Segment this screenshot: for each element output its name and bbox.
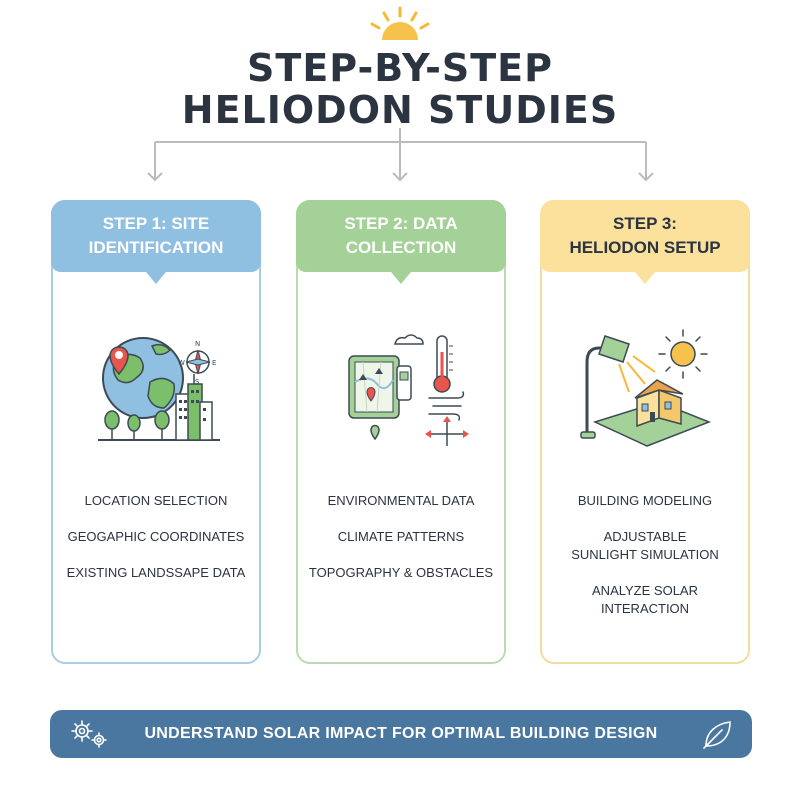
svg-text:E: E	[212, 359, 216, 367]
step-3-items: BUILDING MODELING ADJUSTABLE SUNLIGHT SI…	[542, 492, 748, 636]
step-1-item: EXISTING LANDSSAPE DATA	[66, 565, 246, 580]
step-1-header: STEP 1: SITE IDENTIFICATION	[51, 200, 261, 284]
lamp-sun-building-icon	[580, 329, 712, 447]
summary-banner: UNDERSTAND SOLAR IMPACT FOR OPTIMAL BUIL…	[50, 710, 752, 758]
step-2-item: ENVIRONMENTAL DATA	[327, 493, 475, 508]
step-3-card: STEP 3: HELIODON SETUP BUILD	[540, 200, 750, 664]
step-3-item: ANALYZE SOLAR INTERACTION	[592, 583, 698, 616]
page-title-line-1: STEP-BY-STEP	[247, 46, 553, 90]
step-1-item: GEOGAPHIC COORDINATES	[67, 529, 245, 544]
sun-icon	[370, 6, 430, 40]
step-1-items: LOCATION SELECTION GEOGAPHIC COORDINATES…	[53, 492, 259, 600]
svg-text:W: W	[178, 359, 185, 367]
step-2-items: ENVIRONMENTAL DATA CLIMATE PATTERNS TOPO…	[298, 492, 504, 600]
step-3-header: STEP 3: HELIODON SETUP	[540, 200, 750, 284]
gears-icon	[71, 720, 107, 748]
step-1-item: LOCATION SELECTION	[84, 493, 228, 508]
step-3-title-line-2: HELIODON SETUP	[569, 238, 721, 257]
step-2-header: STEP 2: DATA COLLECTION	[296, 200, 506, 284]
step-2-card: STEP 2: DATA COLLECTION ENVIRO	[296, 200, 506, 664]
svg-text:N: N	[195, 340, 200, 348]
flow-connectors	[147, 128, 654, 182]
globe-map-pin-compass-city-icon: N S W E	[98, 337, 220, 441]
page-title-line-2: HELIODON STUDIES	[181, 88, 619, 132]
step-3-item: ADJUSTABLE SUNLIGHT SIMULATION	[571, 529, 719, 562]
tablet-map-thermometer-wind-icon	[348, 334, 469, 446]
step-2-item: CLIMATE PATTERNS	[337, 529, 465, 544]
banner-text: UNDERSTAND SOLAR IMPACT FOR OPTIMAL BUIL…	[144, 725, 658, 742]
step-1-title-line-2: IDENTIFICATION	[88, 238, 224, 257]
step-3-item: BUILDING MODELING	[577, 493, 713, 508]
step-3-title-line-1: STEP 3:	[613, 214, 677, 233]
step-2-title-line-2: COLLECTION	[345, 238, 457, 257]
step-1-card: STEP 1: SITE IDENTIFICATION N S W E	[51, 200, 261, 664]
leaf-icon	[703, 721, 731, 749]
step-2-item: TOPOGRAPHY & OBSTACLES	[308, 565, 494, 580]
step-2-title-line-1: STEP 2: DATA	[344, 214, 458, 233]
step-1-title-line-1: STEP 1: SITE	[102, 214, 210, 233]
svg-text:S: S	[195, 378, 200, 386]
